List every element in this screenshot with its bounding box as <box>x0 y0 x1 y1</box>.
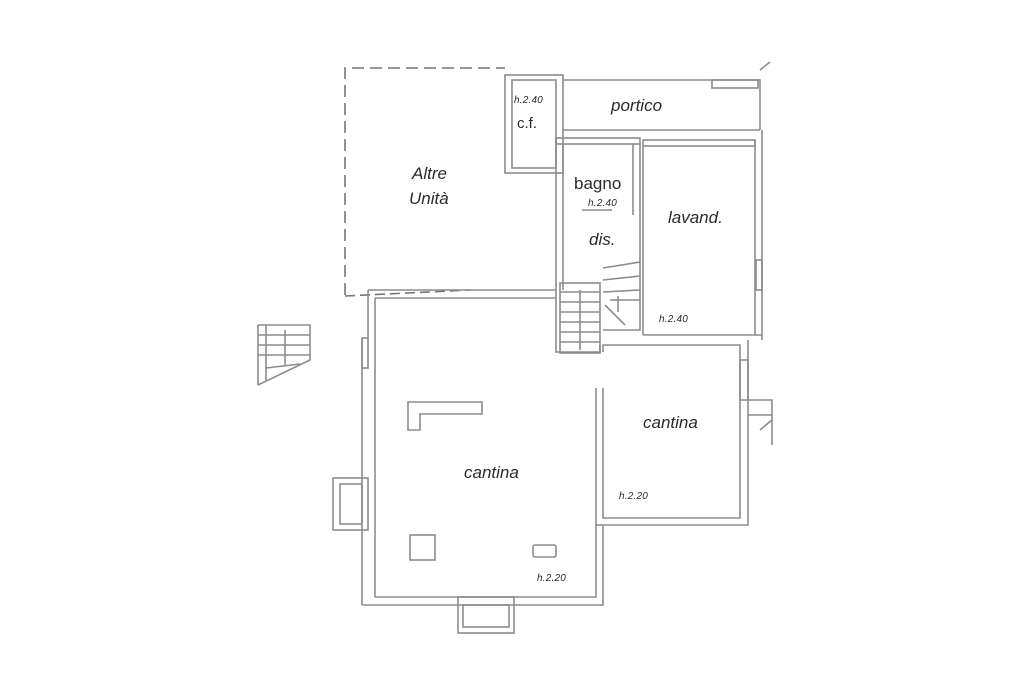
height-bagno: h.2.40 <box>588 198 618 209</box>
label-lavanderia: lavand. <box>668 208 723 227</box>
label-cantina-small: cantina <box>643 413 698 432</box>
label-cantina-large: cantina <box>464 463 519 482</box>
bagno-walls <box>555 137 641 298</box>
cantina-small-walls <box>595 340 773 526</box>
label-portico: portico <box>611 96 663 115</box>
height-cantina-large: h.2.20 <box>537 573 567 584</box>
label-dis: dis. <box>589 230 616 249</box>
height-cf: h.2.40 <box>514 95 544 106</box>
stair-up <box>559 282 601 354</box>
portico-walls <box>563 61 771 131</box>
stair-down <box>602 261 641 331</box>
cantina-large-walls <box>332 289 604 634</box>
height-lavanderia: h.2.40 <box>659 314 689 325</box>
label-cf: c.f. <box>517 115 538 132</box>
label-bagno: bagno <box>574 174 622 193</box>
closet-walls <box>504 74 564 174</box>
lavanderia-walls <box>642 130 763 340</box>
height-cantina-small: h.2.20 <box>619 491 649 502</box>
external-stair <box>257 324 311 386</box>
label-altre-unita-1: Altre <box>412 164 447 183</box>
altre-unita-boundary <box>344 67 505 297</box>
label-altre-unita-2: Unità <box>409 189 449 208</box>
